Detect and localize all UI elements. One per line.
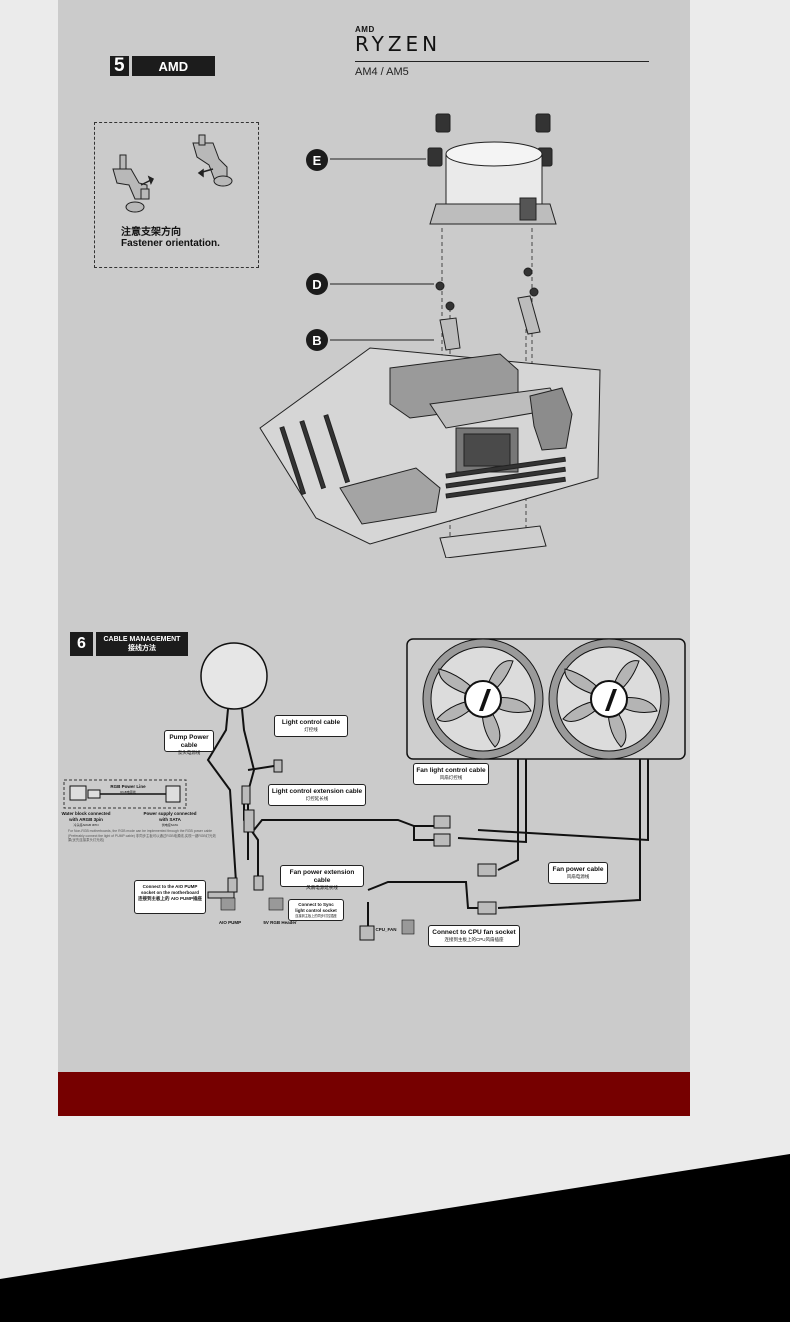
cpu-fan-header-label: CPU_FAN [375,927,397,932]
ryzen-logo-text: RYZEN [355,32,442,56]
orientation-cn: 注意支架方向 [121,227,181,238]
rgb-note-text: For Non-RGB motherboards, the RGB mode c… [68,829,216,842]
marker-leader-lines [330,158,434,341]
footer-band [58,1072,690,1116]
orientation-en: Fastener orientation. [121,238,220,249]
marker-d: D [306,273,328,295]
label-aio-pump: Connect to the AIO PUMP socket on the mo… [134,880,206,914]
orientation-caption: 注意支架方向 Fastener orientation. [121,227,220,249]
rgb-header-label: 5V RGB Header [263,920,297,925]
water-block-text: Water block connected with ARGB 3pin 冷头接… [61,811,111,827]
marker-b: B [306,329,328,351]
brand-divider [355,61,649,62]
step5-badge: 5 AMD [110,56,215,76]
step6-number: 6 [70,632,93,656]
step6-title-cn: 接线方法 [127,645,156,652]
rgb-power-line-title: RGB Power Line RGB电源线 [110,784,146,794]
power-supply-text: Power supply connected with SATA 供电接SATA [143,811,197,827]
fastener-illustration [112,134,233,213]
step5-number: 5 [110,56,129,76]
radiator-with-fans [406,638,686,760]
step5-label: AMD [158,58,189,74]
aio-pump-header-label: AIO PUMP [218,920,242,925]
socket-text: AM4 / AM5 [355,66,409,78]
cpu-block-exploded-view [259,113,601,558]
marker-e: E [306,149,328,171]
cable-wiring-diagram [63,642,649,941]
step6-title-en: CABLE MANAGEMENT [103,636,181,643]
amd-logo-text: AMD [355,25,375,34]
step6-badge: 6 CABLE MANAGEMENT 接线方法 [70,632,188,656]
fastener-orientation-box: 注意支架方向 Fastener orientation. [94,122,259,268]
